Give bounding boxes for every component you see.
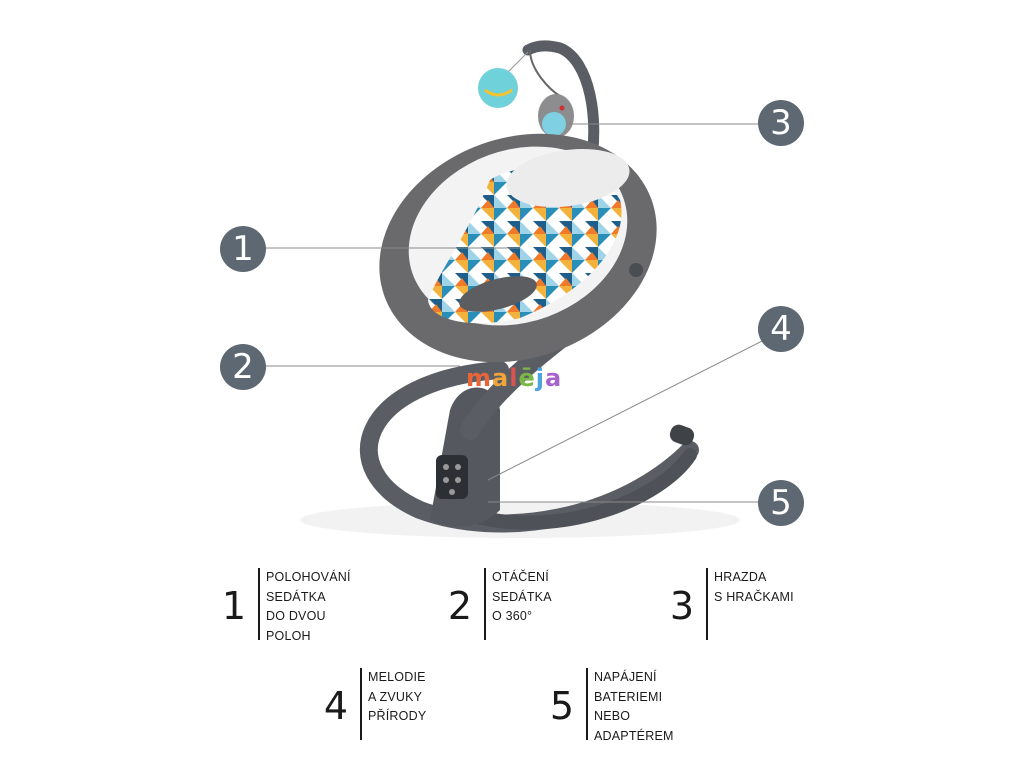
legend-line: BATERIEMI bbox=[594, 689, 663, 704]
control-button bbox=[449, 489, 455, 495]
legend-line: SEDÁTKA bbox=[266, 589, 326, 604]
legend-text: POLOHOVÁNÍ SEDÁTKA DO DVOU POLOH bbox=[266, 568, 386, 646]
toy-bird-belly bbox=[542, 112, 566, 136]
callout-2: 2 bbox=[220, 344, 266, 390]
legend-number: 2 bbox=[447, 584, 473, 628]
foot-cap bbox=[669, 424, 695, 446]
legend-item-3: 3 HRAZDA S HRAČKAMI bbox=[662, 568, 842, 640]
watermark-letter: a bbox=[492, 364, 510, 392]
control-button bbox=[443, 477, 449, 483]
callout-1: 1 bbox=[220, 226, 266, 272]
toy-fish-detail bbox=[484, 88, 513, 97]
legend-line: OTÁČENÍ bbox=[492, 570, 549, 584]
toy-bird-eye bbox=[559, 105, 565, 111]
legend-line: SEDÁTKA bbox=[492, 589, 552, 604]
callout-5: 5 bbox=[758, 480, 804, 526]
legend-line: MELODIE bbox=[368, 670, 426, 684]
legend-line: NEBO bbox=[594, 709, 631, 723]
legend-line: HRAZDA bbox=[714, 570, 767, 584]
callout-3: 3 bbox=[758, 100, 804, 146]
legend-divider bbox=[484, 568, 486, 640]
legend-line: ADAPTÉREM bbox=[594, 728, 674, 743]
base-frame-front bbox=[463, 448, 697, 530]
legend-text: HRAZDA S HRAČKAMI bbox=[714, 568, 834, 607]
side-knob bbox=[629, 263, 643, 277]
legend-line: A ZVUKY bbox=[368, 689, 423, 704]
legend-number: 5 bbox=[549, 684, 575, 728]
brand-watermark: malēja bbox=[466, 364, 562, 392]
legend-divider bbox=[586, 668, 588, 740]
legend-line: PŘÍRODY bbox=[368, 709, 427, 723]
legend-divider bbox=[258, 568, 260, 640]
baby-swing-illustration bbox=[266, 40, 765, 538]
legend-item-1: 1 POLOHOVÁNÍ SEDÁTKA DO DVOU POLOH bbox=[214, 568, 394, 643]
headrest bbox=[506, 148, 630, 208]
control-button bbox=[455, 477, 461, 483]
legend-item-4: 4 MELODIE A ZVUKY PŘÍRODY bbox=[316, 668, 496, 740]
legend-line: NAPÁJENÍ bbox=[594, 670, 657, 684]
legend-divider bbox=[706, 568, 708, 640]
watermark-letter: j bbox=[535, 364, 545, 392]
control-button bbox=[455, 464, 461, 470]
legend-line: POLOH bbox=[266, 628, 311, 643]
legend-text: MELODIE A ZVUKY PŘÍRODY bbox=[368, 668, 488, 727]
legend-text: NAPÁJENÍ BATERIEMI NEBO ADAPTÉREM bbox=[594, 668, 714, 746]
harness-pad bbox=[459, 276, 537, 312]
legend-number: 4 bbox=[323, 684, 349, 728]
watermark-letter: ē bbox=[518, 364, 536, 392]
control-button bbox=[443, 464, 449, 470]
legend-divider bbox=[360, 668, 362, 740]
legend-line: DO DVOU bbox=[266, 609, 326, 623]
legend-text: OTÁČENÍ SEDÁTKA O 360° bbox=[492, 568, 612, 627]
callout-4: 4 bbox=[758, 306, 804, 352]
watermark-letter: a bbox=[544, 364, 563, 392]
seat-pattern bbox=[428, 166, 622, 324]
legend-number: 1 bbox=[221, 584, 247, 628]
leader-line-4 bbox=[487, 339, 765, 481]
watermark-letter: l bbox=[509, 364, 519, 392]
toy-bar bbox=[522, 40, 600, 176]
legend-line: O 360° bbox=[492, 609, 533, 623]
watermark-letter: m bbox=[466, 364, 493, 392]
legend-item-5: 5 NAPÁJENÍ BATERIEMI NEBO ADAPTÉREM bbox=[542, 668, 722, 743]
legend-number: 3 bbox=[669, 584, 695, 628]
toy-fish bbox=[478, 68, 518, 108]
toy-string bbox=[529, 49, 561, 97]
legend-line: POLOHOVÁNÍ bbox=[266, 570, 351, 584]
legend-item-2: 2 OTÁČENÍ SEDÁTKA O 360° bbox=[440, 568, 620, 640]
legend-line: S HRAČKAMI bbox=[714, 589, 794, 604]
